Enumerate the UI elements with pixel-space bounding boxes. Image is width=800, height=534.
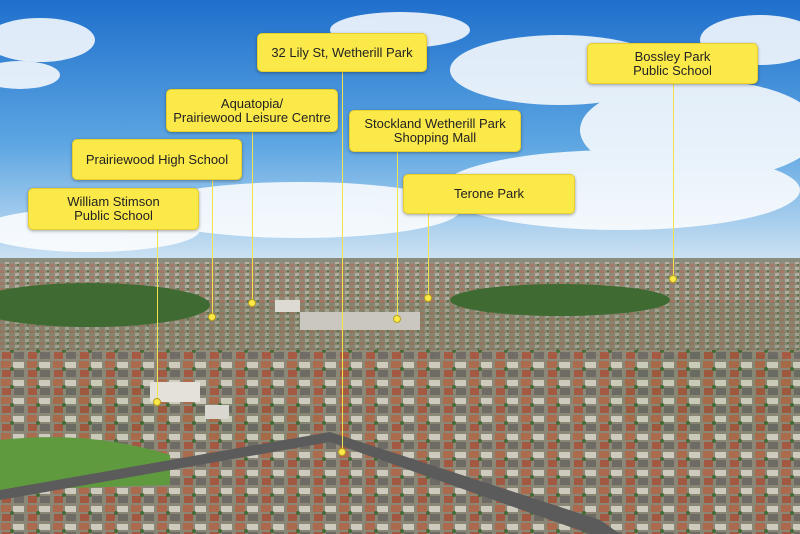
leader-line-terone-park [428,214,429,298]
location-dot-aquatopia [248,299,256,307]
label-terone-park: Terone Park [403,174,575,214]
location-dot-bossley-park [669,275,677,283]
label-prairiewood-high-line-1: Prairiewood High School [85,151,229,167]
label-aquatopia-line-1: Aquatopia/ [220,95,284,111]
location-dot-prairiewood-high [208,313,216,321]
label-william-stimson-line-1: William Stimson [67,194,160,209]
label-aquatopia: Aquatopia/ Prairiewood Leisure Centre [166,89,338,132]
label-bossley-park: Bossley Park Public School [587,43,758,84]
leader-line-lily-st [342,72,343,452]
label-aquatopia-line-2: Prairiewood Leisure Centre [173,109,331,125]
label-stockland-line-2: Shopping Mall [393,130,477,145]
location-dot-lily-st [338,448,346,456]
label-william-stimson: William Stimson Public School [28,188,199,230]
label-bossley-park-line-1: Bossley Park [634,48,711,64]
leader-line-bossley-park [673,84,674,279]
location-dot-stockland [393,315,401,323]
label-stockland-line-1: Stockland Wetherill Park [364,116,506,131]
label-stockland: Stockland Wetherill Park Shopping Mall [349,110,521,152]
label-william-stimson-line-2: Public School [74,208,153,223]
location-dot-william-stimson [153,398,161,406]
label-lily-st-line-1: 32 Lily St, Wetherill Park [271,44,413,60]
leader-line-william-stimson [157,230,158,402]
location-dot-terone-park [424,294,432,302]
leader-line-stockland [397,152,398,319]
label-lily-st: 32 Lily St, Wetherill Park [257,33,427,72]
leader-line-aquatopia [252,132,253,303]
label-terone-park-line-1: Terone Park [453,186,525,201]
label-bossley-park-line-2: Public School [633,62,712,78]
leader-line-prairiewood-high [212,180,213,317]
label-prairiewood-high: Prairiewood High School [72,139,242,180]
